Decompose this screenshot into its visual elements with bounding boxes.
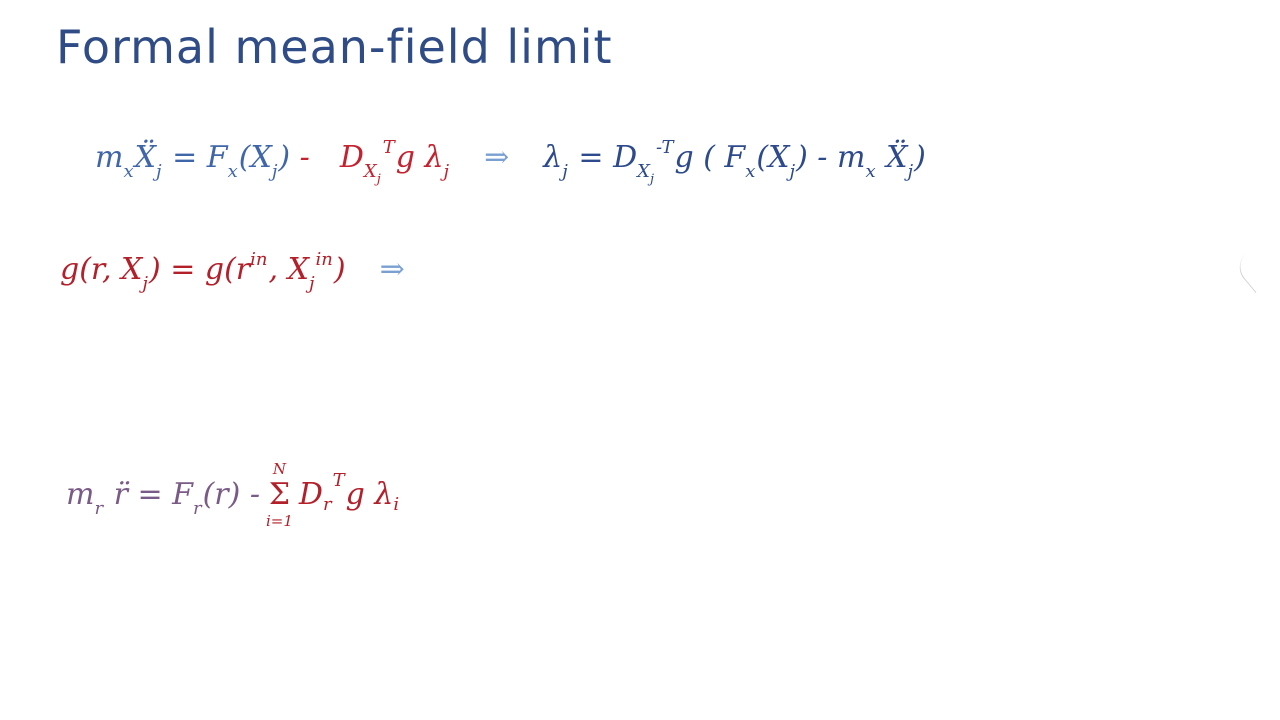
- page-title: Formal mean-field limit: [56, 20, 613, 74]
- equation-newton-x: mxẌj = Fx(Xj) -DXjTg λj: [95, 137, 450, 188]
- line-2: g(r, Xj) = g(rin, Xjin) ⇒: [60, 240, 439, 300]
- equation-constraint-g: g(r, Xj) = g(rin, Xjin): [60, 249, 346, 294]
- equation-lambda-solution: λj = DXj-Tg ( Fx(Xj) - mx Ẍj): [543, 137, 926, 188]
- implies-arrow-1: ⇒: [484, 140, 510, 175]
- line-1: mxẌj = Fx(Xj) -DXjTg λj ⇒ λj = DXj-Tg ( …: [95, 128, 926, 188]
- stray-pen-mark: [1232, 242, 1280, 294]
- implies-arrow-2: ⇒: [379, 252, 405, 287]
